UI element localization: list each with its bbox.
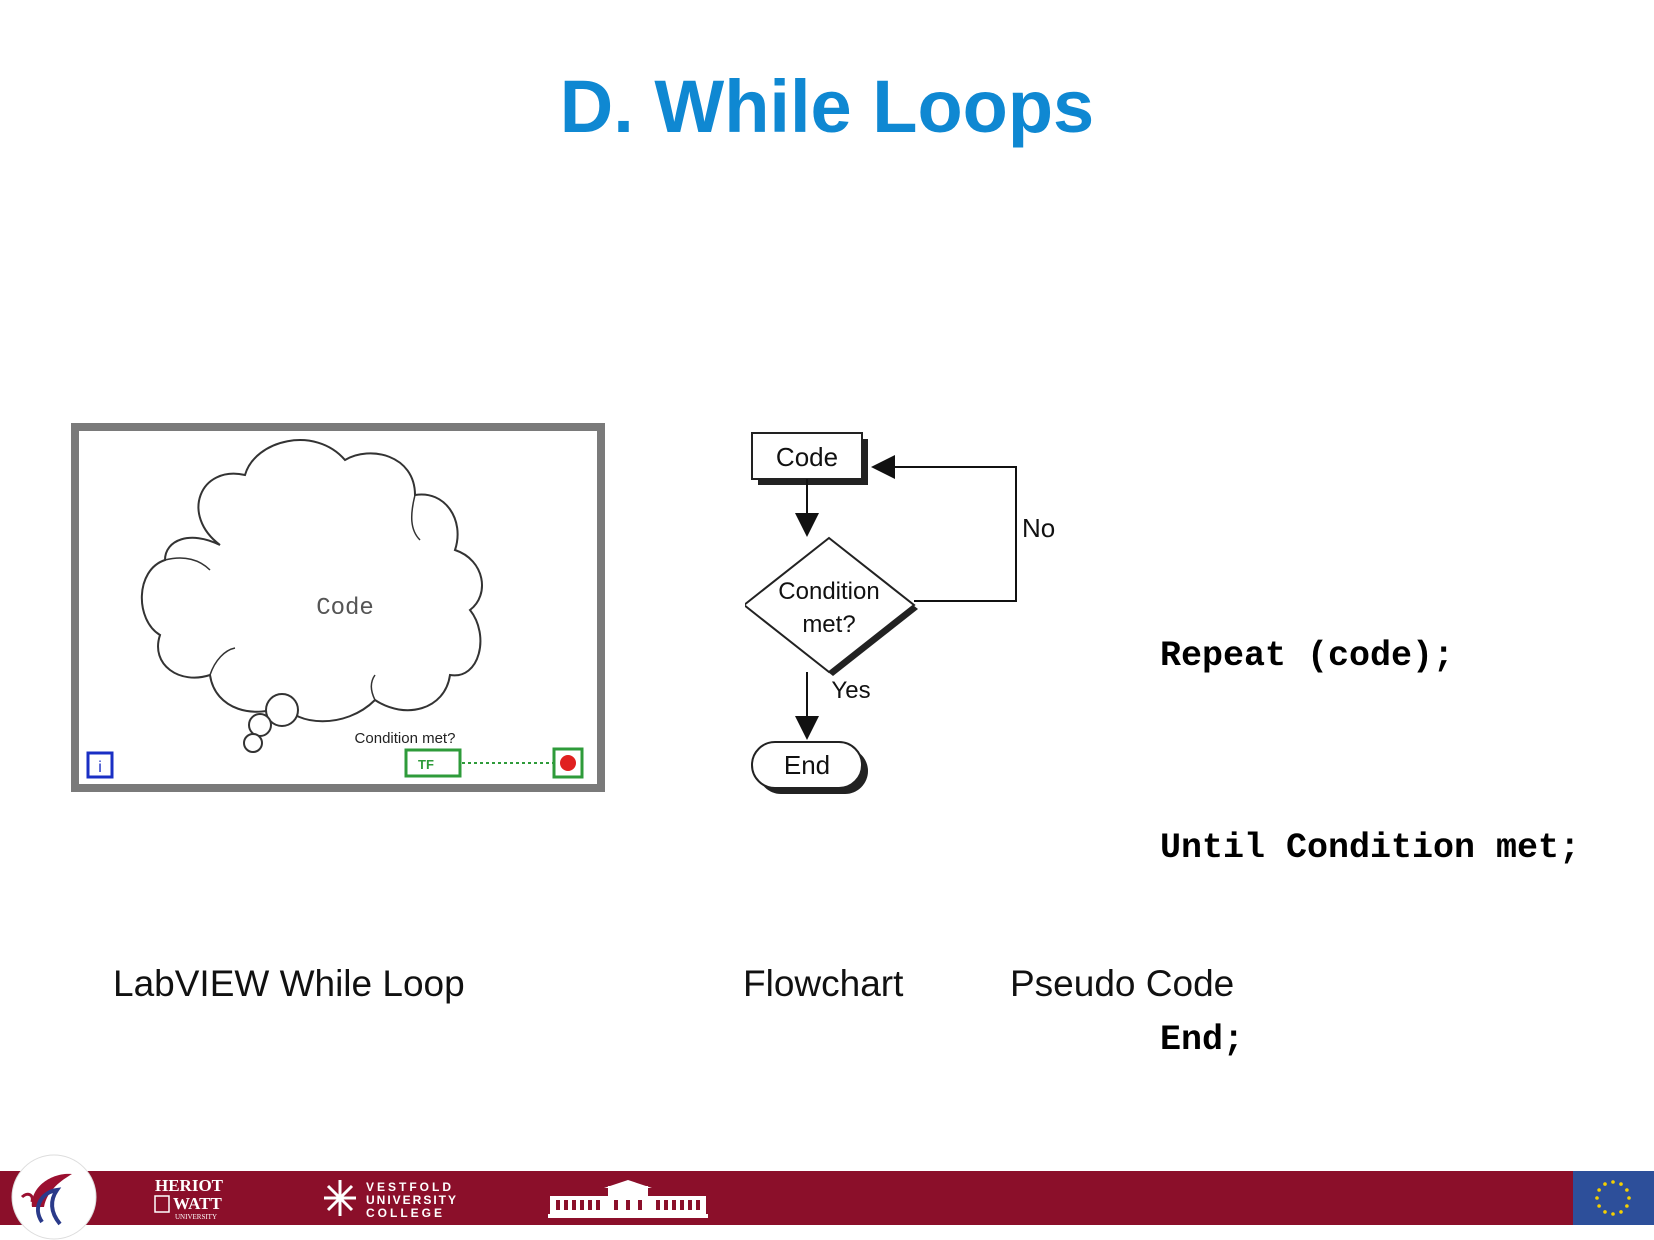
eu-star	[1619, 1182, 1623, 1186]
eu-star	[1603, 1210, 1607, 1214]
heriot-watt-logo: HERIOT WATT UNIVERSITY	[154, 1176, 224, 1221]
labview-while-loop-diagram: Code i Condition met? TF	[71, 423, 605, 792]
no-label: No	[1022, 513, 1055, 543]
svg-text:VESTFOLD: VESTFOLD	[366, 1180, 454, 1194]
svg-text:COLLEGE: COLLEGE	[366, 1206, 445, 1220]
building-illustration-icon	[548, 1180, 708, 1218]
decision-line2: met?	[802, 611, 855, 638]
vestfold-university-college-logo: VESTFOLD UNIVERSITY COLLEGE	[324, 1180, 458, 1220]
iteration-terminal-icon	[86, 751, 114, 779]
flowchart-diagram: Code Condition met? No Yes End	[745, 432, 1055, 794]
pseudo-code-block: Repeat (code); Until Condition met; End;	[1160, 496, 1580, 1136]
eu-star	[1619, 1210, 1623, 1214]
decision-line1: Condition	[778, 578, 879, 605]
end-label: End	[784, 750, 830, 780]
pseudo-line: Repeat (code);	[1160, 636, 1455, 676]
tf-constant-label: TF	[418, 757, 434, 772]
tf-constant-icon	[404, 748, 462, 778]
stop-sign-icon	[560, 755, 576, 771]
eu-star	[1625, 1204, 1629, 1208]
labview-code-label: Code	[316, 595, 374, 622]
flowchart-code-label: Code	[776, 442, 838, 472]
eu-star	[1597, 1188, 1601, 1192]
thought-bubble-large	[265, 693, 299, 727]
eu-star	[1597, 1204, 1601, 1208]
thought-bubble-medium	[248, 713, 272, 737]
pseudo-caption: Pseudo Code	[1010, 963, 1235, 1004]
condition-met-label: Condition met?	[355, 730, 456, 747]
eu-flag-icon	[1573, 1171, 1654, 1225]
footer-bar	[0, 1171, 1654, 1225]
thought-bubble-small	[243, 733, 263, 753]
flowchart-caption: Flowchart	[743, 963, 904, 1004]
pseudo-line: End;	[1160, 1020, 1245, 1060]
pseudo-line: Until Condition met;	[1160, 828, 1581, 868]
swirl-logo-icon	[11, 1154, 97, 1240]
eu-star	[1595, 1196, 1599, 1200]
iteration-terminal-label: i	[98, 759, 102, 776]
arrow-no-loop-back	[871, 455, 1017, 602]
decision-diamond	[745, 536, 916, 674]
eu-star	[1625, 1188, 1629, 1192]
svg-text:UNIVERSITY: UNIVERSITY	[366, 1193, 458, 1207]
svg-text:WATT: WATT	[173, 1194, 222, 1213]
end-terminator	[751, 741, 863, 789]
eu-star	[1627, 1196, 1631, 1200]
svg-text:UNIVERSITY: UNIVERSITY	[175, 1213, 217, 1221]
eu-star	[1611, 1180, 1615, 1184]
labview-caption: LabVIEW While Loop	[113, 963, 465, 1004]
slide-title: D. While Loops	[559, 65, 1095, 148]
eu-star	[1603, 1182, 1607, 1186]
eu-star	[1611, 1212, 1615, 1216]
yes-label: Yes	[831, 677, 870, 704]
svg-text:HERIOT: HERIOT	[155, 1176, 224, 1195]
